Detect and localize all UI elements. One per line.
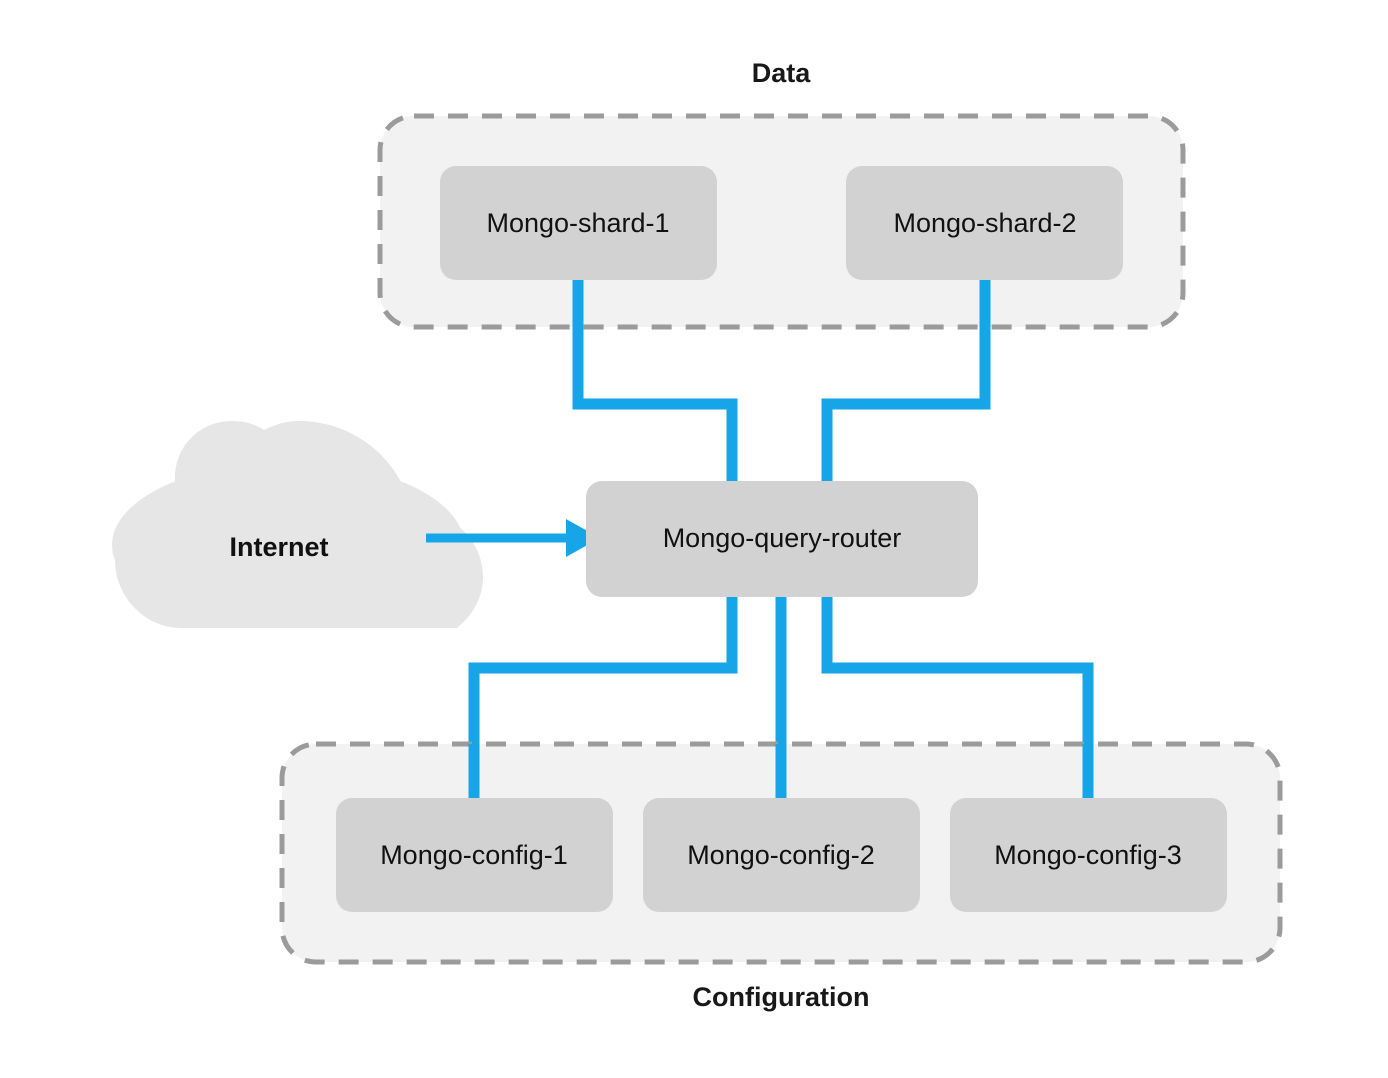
node-mongo-shard-1[interactable]: Mongo-shard-1 [440,166,717,280]
internet-router-arrow-head [566,519,600,557]
mongo-config-2-label: Mongo-config-2 [687,840,875,870]
configuration-group-label: Configuration [693,982,870,1012]
edge-shard1-router [572,276,738,486]
mongo-config-3-box [950,798,1227,912]
mongo-query-router-box [586,481,978,597]
mongo-query-router-label: Mongo-query-router [663,523,902,553]
mongo-shard-2-label: Mongo-shard-2 [893,208,1076,238]
mongo-config-2-box [643,798,920,912]
mongo-shard-1-box [440,166,717,280]
mongo-shard-2-box [846,166,1123,280]
edge-internet-router [426,519,600,557]
node-mongo-shard-2[interactable]: Mongo-shard-2 [846,166,1123,280]
mongo-config-3-label: Mongo-config-3 [994,840,1182,870]
node-mongo-config-2[interactable]: Mongo-config-2 [643,798,920,912]
mongo-config-1-label: Mongo-config-1 [380,840,568,870]
node-mongo-config-3[interactable]: Mongo-config-3 [950,798,1227,912]
cloud-icon [112,421,483,628]
internet-label: Internet [229,532,328,562]
edge-shard2-router [821,276,991,486]
node-mongo-query-router[interactable]: Mongo-query-router [586,481,978,597]
data-group-label: Data [752,58,812,88]
node-mongo-config-1[interactable]: Mongo-config-1 [336,798,613,912]
edge-router-config3 [821,592,1094,802]
edge-router-config1 [468,592,738,802]
internet-cloud[interactable]: Internet [112,421,483,628]
mongo-shard-1-label: Mongo-shard-1 [486,208,669,238]
mongo-config-1-box [336,798,613,912]
